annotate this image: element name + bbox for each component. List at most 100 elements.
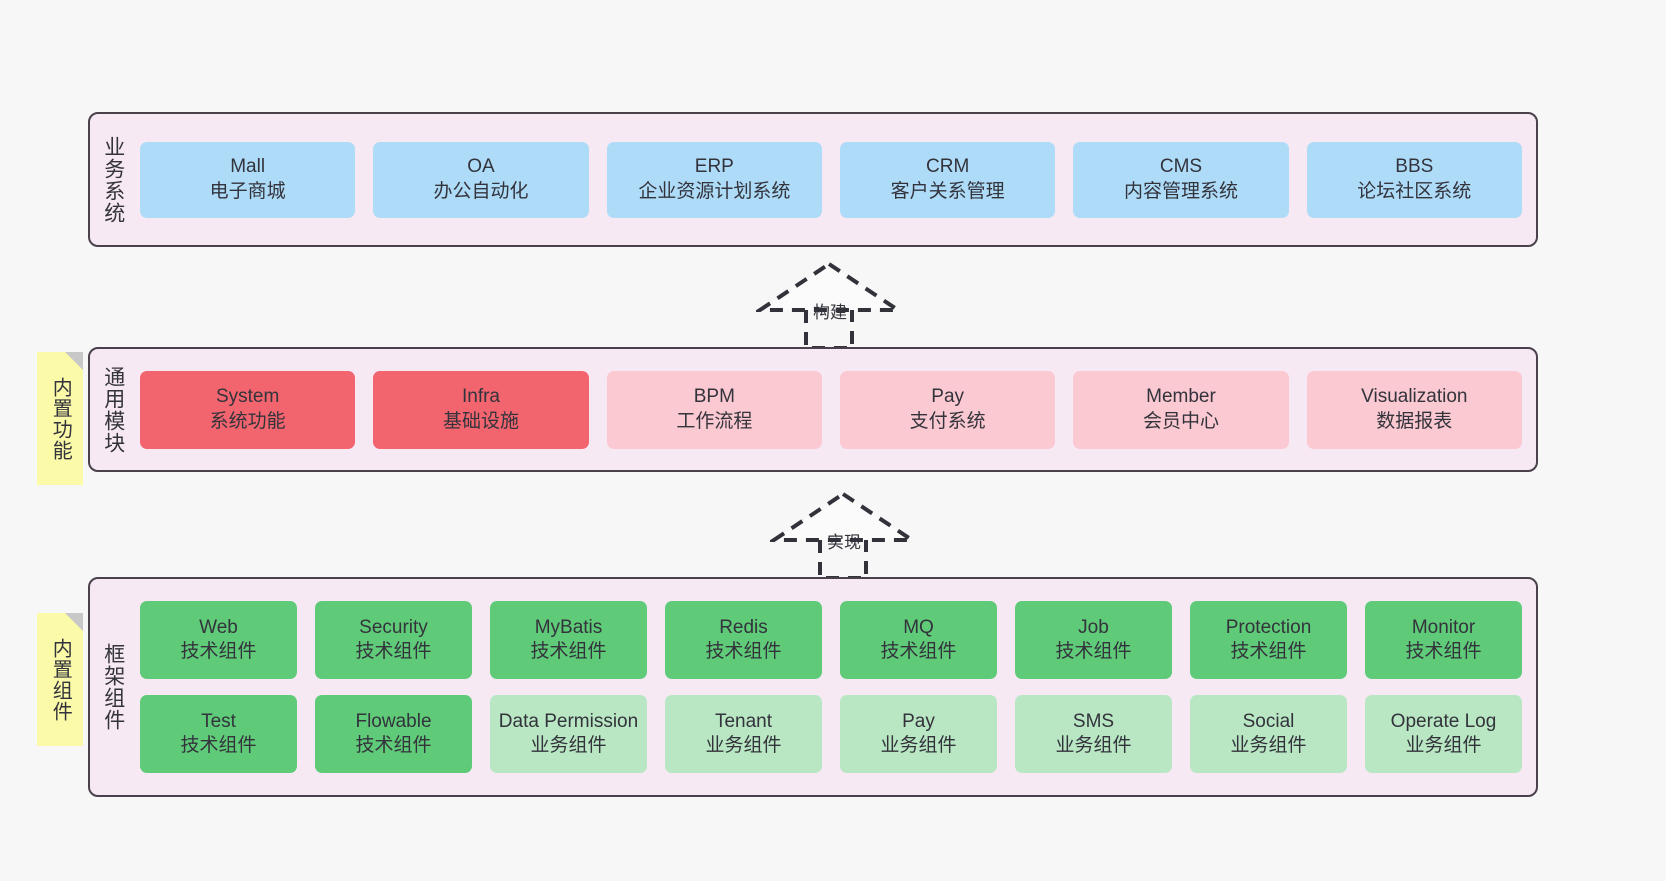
card-protection[interactable]: Protection 技术组件 <box>1190 601 1347 679</box>
card-flowable[interactable]: Flowable 技术组件 <box>315 695 472 773</box>
note-builtin-functions-label: 内置功能 <box>49 376 72 461</box>
card-title: SMS <box>1072 710 1115 732</box>
card-subtitle: 技术组件 <box>180 641 257 662</box>
card-title: CRM <box>926 156 970 178</box>
note-builtin-components-label: 内置组件 <box>49 637 72 722</box>
card-title: Monitor <box>1411 616 1476 638</box>
card-subtitle: 客户关系管理 <box>890 180 1005 202</box>
card-subtitle: 系统功能 <box>209 410 286 432</box>
card-subtitle: 业务组件 <box>530 735 607 756</box>
card-title: Data Permission <box>498 710 639 732</box>
note-fold-corner-icon-2 <box>65 613 83 631</box>
connector-build: 构建 <box>753 258 905 350</box>
card-title: Security <box>359 616 428 638</box>
card-title: Web <box>199 616 238 638</box>
card-subtitle: 会员中心 <box>1142 410 1219 432</box>
card-subtitle: 业务组件 <box>1055 735 1132 756</box>
card-subtitle: 业务组件 <box>1405 735 1482 756</box>
card-title: Infra <box>461 386 500 408</box>
note-builtin-components: 内置组件 <box>37 613 83 746</box>
note-fold-corner-icon <box>65 352 83 370</box>
card-title: CMS <box>1159 156 1203 178</box>
card-title: MyBatis <box>534 616 603 638</box>
connector-implement: 实现 <box>767 488 919 580</box>
card-subtitle: 技术组件 <box>355 735 432 756</box>
card-web[interactable]: Web 技术组件 <box>140 601 297 679</box>
card-title: Operate Log <box>1390 710 1497 732</box>
card-title: Redis <box>719 616 768 638</box>
card-subtitle: 技术组件 <box>705 641 782 662</box>
card-title: BPM <box>693 386 735 408</box>
card-operate-log[interactable]: Operate Log 业务组件 <box>1365 695 1522 773</box>
card-subtitle: 技术组件 <box>1055 641 1132 662</box>
card-title: Tenant <box>714 710 773 732</box>
note-builtin-functions: 内置功能 <box>37 352 83 485</box>
card-subtitle: 内容管理系统 <box>1123 180 1238 202</box>
card-subtitle: 技术组件 <box>1230 641 1307 662</box>
card-title: Visualization <box>1361 386 1468 408</box>
card-mybatis[interactable]: MyBatis 技术组件 <box>490 601 647 679</box>
card-subtitle: 技术组件 <box>1405 641 1482 662</box>
card-subtitle: 基础设施 <box>442 410 519 432</box>
card-title: Flowable <box>355 710 432 732</box>
card-title: Protection <box>1225 616 1312 638</box>
card-sms[interactable]: SMS 业务组件 <box>1015 695 1172 773</box>
connector-build-label: 构建 <box>813 303 847 322</box>
card-subtitle: 论坛社区系统 <box>1357 180 1472 202</box>
card-security[interactable]: Security 技术组件 <box>315 601 472 679</box>
card-title: Pay <box>931 386 965 408</box>
section-label-common-modules: 通用模块 <box>101 365 125 454</box>
card-job[interactable]: Job 技术组件 <box>1015 601 1172 679</box>
card-monitor[interactable]: Monitor 技术组件 <box>1365 601 1522 679</box>
card-subtitle: 电子商城 <box>209 180 286 202</box>
card-subtitle: 企业资源计划系统 <box>638 180 791 202</box>
card-title: ERP <box>694 156 734 178</box>
card-title: Test <box>201 710 236 732</box>
card-title: Member <box>1146 386 1216 408</box>
card-title: Pay <box>902 710 935 732</box>
section-label-framework-components: 框架组件 <box>101 643 125 731</box>
realization-arrow-icon <box>767 491 919 580</box>
generalization-arrow-icon <box>753 261 905 350</box>
card-subtitle: 技术组件 <box>355 641 432 662</box>
card-subtitle: 办公自动化 <box>433 180 529 202</box>
card-title: System <box>215 386 280 408</box>
section-label-business-systems: 业务系统 <box>101 135 125 224</box>
connector-implement-label: 实现 <box>827 533 861 552</box>
card-subtitle: 技术组件 <box>880 641 957 662</box>
card-title: MQ <box>903 616 934 638</box>
card-title: OA <box>467 156 495 178</box>
card-redis[interactable]: Redis 技术组件 <box>665 601 822 679</box>
card-subtitle: 业务组件 <box>1230 735 1307 756</box>
card-title: Job <box>1078 616 1109 638</box>
card-data-permission[interactable]: Data Permission 业务组件 <box>490 695 647 773</box>
card-subtitle: 技术组件 <box>530 641 607 662</box>
card-title: BBS <box>1395 156 1434 178</box>
card-mq[interactable]: MQ 技术组件 <box>840 601 997 679</box>
